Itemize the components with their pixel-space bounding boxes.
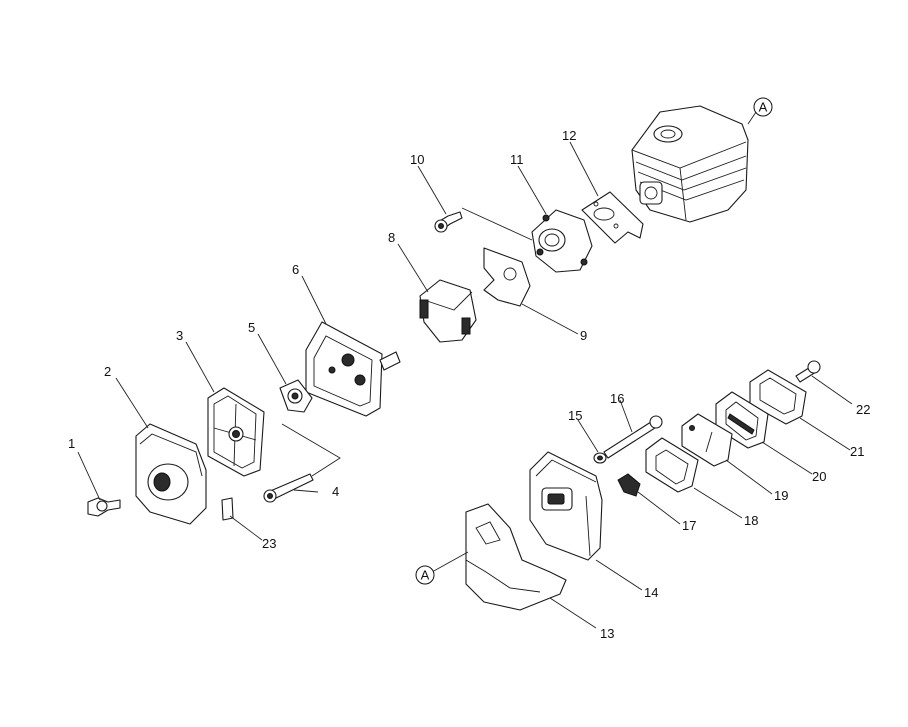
part-label: 12 [562,128,576,143]
spark-screen [617,473,641,497]
part-label: 10 [410,152,424,167]
part-label: 16 [610,391,624,406]
washer-15 [593,452,607,464]
part-number-labels: 1 2 3 4 5 6 8 9 10 11 12 13 14 15 16 17 … [68,128,870,641]
part-label: 21 [850,444,864,459]
bolt-4 [263,473,314,503]
muffler-gasket-19 [681,413,733,467]
part-label: 19 [774,488,788,503]
muffler-plate-18 [645,437,699,493]
part-label: 17 [682,518,696,533]
filter-element [207,387,265,477]
insulator-gasket [483,247,531,307]
part-label: 3 [176,328,183,343]
heat-shield [465,503,567,611]
part-label: 5 [248,320,255,335]
ref-a-top-label: A [759,100,768,115]
part-label: 4 [332,484,339,499]
intake-manifold [531,209,593,273]
cylinder [631,105,749,223]
ref-a-bottom: A [415,551,469,585]
screw-10 [434,211,463,233]
part-label: 8 [388,230,395,245]
part-label: 1 [68,436,75,451]
air-filter-base [305,321,401,417]
part-label: 9 [580,328,587,343]
part-label: 13 [600,626,614,641]
part-label: 18 [744,513,758,528]
air-filter-cover [135,423,207,525]
part-label: 6 [292,262,299,277]
part-label: 11 [510,152,524,167]
ref-a-top: A [747,97,773,125]
part-label: 20 [812,469,826,484]
carburetor-adapter [419,279,477,343]
screw-22 [795,360,821,383]
wing-nut [87,497,121,517]
ref-a-bottom-label: A [421,568,430,583]
cylinder-gasket [581,191,644,244]
bolt-16 [603,415,663,459]
part-label: 23 [262,536,276,551]
part-label: 14 [644,585,658,600]
choke-plate [279,379,313,413]
part-label: 22 [856,402,870,417]
leader-lines [77,141,853,629]
part-label: 15 [568,408,582,423]
muffler [529,451,603,561]
part-label: 2 [104,364,111,379]
